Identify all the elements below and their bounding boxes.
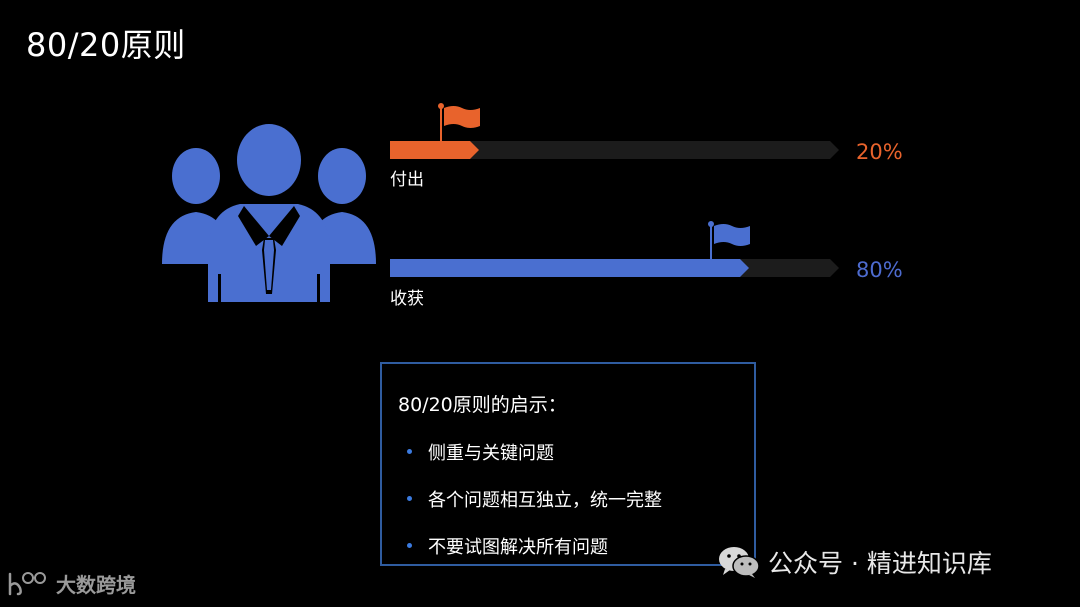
insights-title: 80/20原则的启示：: [398, 394, 567, 416]
list-item: 不要试图解决所有问题: [404, 536, 662, 583]
wechat-icon: [719, 547, 760, 578]
brand-logo: 大数跨境: [6, 568, 136, 598]
flag-icon: [438, 103, 480, 142]
brand-logo-icon: [8, 572, 46, 596]
effort-percent: 20%: [856, 140, 903, 164]
list-item: 各个问题相互独立，统一完整: [404, 489, 662, 536]
watermark-text: 公众号 · 精进知识库: [768, 549, 992, 578]
effort-progress-bar: [390, 141, 840, 159]
insights-box: 80/20原则的启示： 侧重与关键问题 各个问题相互独立，统一完整 不要试图解决…: [380, 362, 756, 566]
bullet-icon: [407, 543, 412, 548]
bullet-icon: [407, 496, 412, 501]
bullet-icon: [407, 449, 412, 454]
list-item: 侧重与关键问题: [404, 442, 662, 489]
insights-list: 侧重与关键问题 各个问题相互独立，统一完整 不要试图解决所有问题: [404, 442, 662, 583]
list-item-text: 不要试图解决所有问题: [428, 537, 608, 558]
reward-label: 收获: [390, 289, 424, 309]
list-item-text: 侧重与关键问题: [428, 443, 554, 464]
reward-progress-bar: [390, 259, 840, 277]
effort-label: 付出: [390, 170, 424, 190]
page-title: 80/20原则: [26, 26, 186, 64]
wechat-watermark: 公众号 · 精进知识库: [718, 544, 992, 580]
people-group-icon: [162, 124, 376, 302]
flag-icon: [708, 221, 750, 260]
reward-percent: 80%: [856, 258, 903, 282]
brand-text: 大数跨境: [56, 572, 136, 597]
list-item-text: 各个问题相互独立，统一完整: [428, 490, 662, 511]
